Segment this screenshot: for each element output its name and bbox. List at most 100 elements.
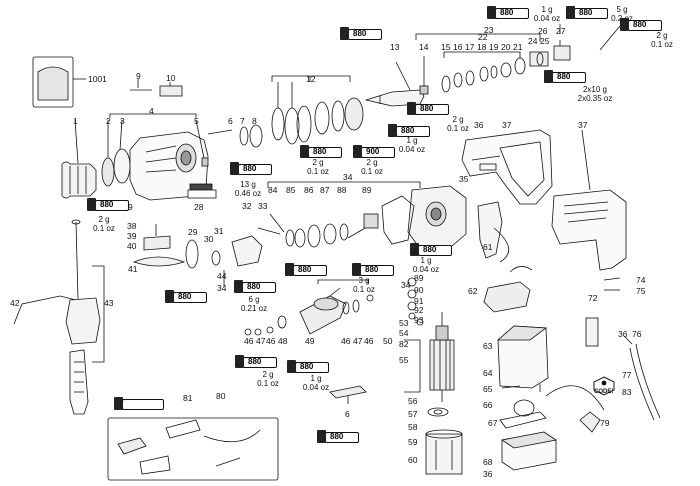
part-label: 88	[337, 185, 347, 195]
part-label: 46	[364, 336, 374, 346]
part-label: 47	[256, 336, 266, 346]
part-label: 42	[10, 298, 20, 308]
part-label: 37	[578, 120, 588, 130]
part-label: 92	[414, 305, 424, 315]
part-label: 39	[127, 231, 137, 241]
part-label: 34	[401, 280, 411, 290]
part-label: 93	[414, 315, 424, 325]
part-label: 89	[414, 273, 424, 283]
part-label: 72	[588, 293, 598, 303]
part-label: 46	[341, 336, 351, 346]
part-label: 89	[362, 185, 372, 195]
part-label: 80	[216, 391, 226, 401]
part-label: 47	[353, 336, 363, 346]
part-label: 62	[468, 286, 478, 296]
part-label: 28	[194, 202, 204, 212]
part-label: 49	[305, 336, 315, 346]
part-label: 83	[622, 387, 632, 397]
part-label: 7	[240, 116, 245, 126]
part-label: 91	[414, 296, 424, 306]
part-label: 38	[127, 221, 137, 231]
part-label: 79	[600, 418, 610, 428]
part-label: 25	[540, 36, 550, 46]
part-label: 12	[306, 74, 316, 84]
grease-tube-880: 880	[87, 198, 129, 211]
part-label: 90	[414, 285, 424, 295]
grease-tube-880: 880	[235, 355, 277, 368]
part-label: 22	[478, 32, 488, 42]
part-label: 36	[483, 469, 493, 479]
part-label: 50	[383, 336, 393, 346]
part-label: 59	[408, 437, 418, 447]
part-label: 20	[501, 42, 511, 52]
part-label: 75	[636, 286, 646, 296]
part-label: 58	[408, 422, 418, 432]
part-label: 82	[399, 339, 409, 349]
grease-tube-880: 880	[407, 102, 449, 115]
inset-box-1001	[32, 56, 74, 108]
chuck-part-1	[61, 119, 97, 199]
part-label: 3	[120, 116, 125, 126]
part-label: 4	[149, 106, 154, 116]
part-label: 13	[390, 42, 400, 52]
grease-tube-880: 880	[287, 360, 329, 373]
part-label: 77	[622, 370, 632, 380]
part-label: 85	[286, 185, 296, 195]
part-label: 18	[477, 42, 487, 52]
part-label: 66	[483, 400, 493, 410]
grease-tube-880: 880	[165, 290, 207, 303]
part-label: 1001	[88, 74, 107, 84]
part-label: 32	[242, 201, 252, 211]
part-label: 29	[188, 227, 198, 237]
part-label: 55	[399, 355, 409, 365]
part-label: 48	[278, 336, 288, 346]
part-label: 64	[483, 368, 493, 378]
grease-tube-880: 880	[352, 263, 394, 276]
part-label: 21	[513, 42, 523, 52]
code-badge-icon	[593, 376, 615, 396]
part-label: 54	[399, 328, 409, 338]
part-label: 6	[345, 409, 350, 419]
part-label: 40	[127, 241, 137, 251]
part-label: 37	[502, 120, 512, 130]
grease-tube-880: 880	[285, 263, 327, 276]
grease-tube-900: 900	[353, 145, 395, 158]
part-label: 30	[204, 234, 214, 244]
part-label: 68	[483, 457, 493, 467]
part-label: 15	[441, 42, 451, 52]
part-label: 76	[632, 329, 642, 339]
grease-tube-880: 880	[620, 18, 662, 31]
part-label: 53	[399, 318, 409, 328]
part-label: 60	[408, 455, 418, 465]
part-label: 46	[244, 336, 254, 346]
grease-tube-880: 880	[388, 124, 430, 137]
part-label: 6	[228, 116, 233, 126]
grease-tube-880: 880	[340, 27, 382, 40]
part-label: 23	[484, 25, 494, 35]
motor-housing-part-37	[461, 129, 553, 205]
stator-part-60	[425, 429, 463, 475]
part-label: 63	[483, 341, 493, 351]
part-label: 61	[483, 242, 493, 252]
armature-part-55	[404, 312, 455, 402]
part-label: 26	[538, 26, 548, 36]
part-label: 10	[166, 73, 176, 83]
grease-tube-880: 880	[234, 280, 276, 293]
part-label: 56	[408, 396, 418, 406]
gear-housing-part	[129, 131, 213, 201]
grease-tube-880: 880	[317, 430, 359, 443]
crank-shaft-part-49	[299, 287, 347, 335]
part-label: 67	[488, 418, 498, 428]
